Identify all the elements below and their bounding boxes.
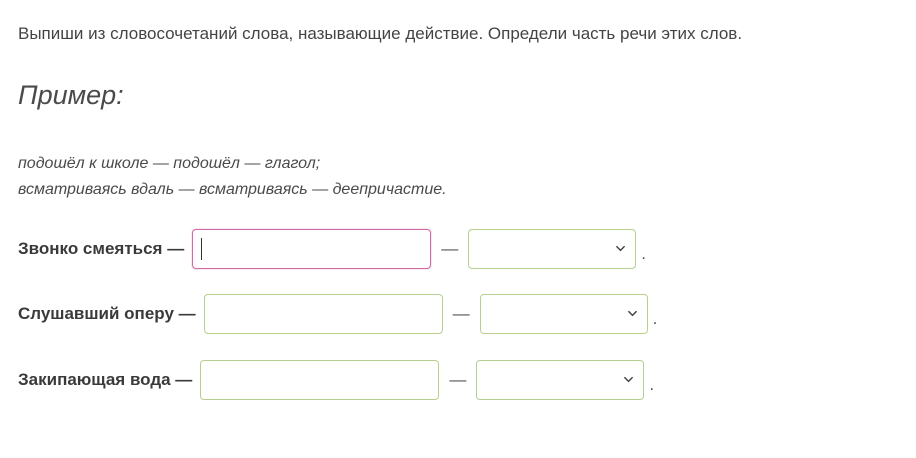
example-line: подошёл к школе — подошёл — глагол; bbox=[18, 155, 321, 172]
chevron-down-icon bbox=[624, 376, 634, 383]
task-prompt: Закипающая вода — bbox=[18, 370, 193, 389]
example-block: подошёл к школе — подошёл — глагол; всма… bbox=[18, 151, 447, 203]
example-line: всматриваясь вдаль — всматриваясь — дееп… bbox=[18, 181, 447, 198]
answer-input-1[interactable] bbox=[192, 229, 432, 269]
task-row-1: Звонко смеяться — — . bbox=[18, 229, 646, 269]
answer-input-2[interactable] bbox=[203, 294, 443, 334]
answer-input-3[interactable] bbox=[200, 360, 440, 400]
chevron-down-icon bbox=[627, 310, 637, 317]
task-instruction: Выпиши из словосочетаний слова, называющ… bbox=[18, 24, 743, 43]
text-caret bbox=[201, 238, 203, 260]
task-row-3: Закипающая вода — — . bbox=[18, 360, 654, 400]
task-prompt: Звонко смеяться — bbox=[18, 239, 185, 258]
part-of-speech-select-1[interactable] bbox=[468, 229, 637, 269]
part-of-speech-select-3[interactable] bbox=[476, 360, 645, 400]
sentence-period: . bbox=[649, 375, 655, 394]
sentence-period: . bbox=[652, 309, 658, 328]
sentence-period: . bbox=[641, 244, 646, 263]
task-row-2: Слушавший оперу — — . bbox=[18, 294, 657, 334]
task-prompt: Слушавший оперу — bbox=[18, 304, 196, 323]
part-of-speech-select-2[interactable] bbox=[479, 294, 648, 334]
separator-dash: — bbox=[449, 370, 467, 389]
example-heading: Пример: bbox=[18, 80, 124, 110]
separator-dash: — bbox=[452, 304, 470, 323]
separator-dash: — bbox=[441, 239, 459, 258]
chevron-down-icon bbox=[616, 245, 626, 252]
